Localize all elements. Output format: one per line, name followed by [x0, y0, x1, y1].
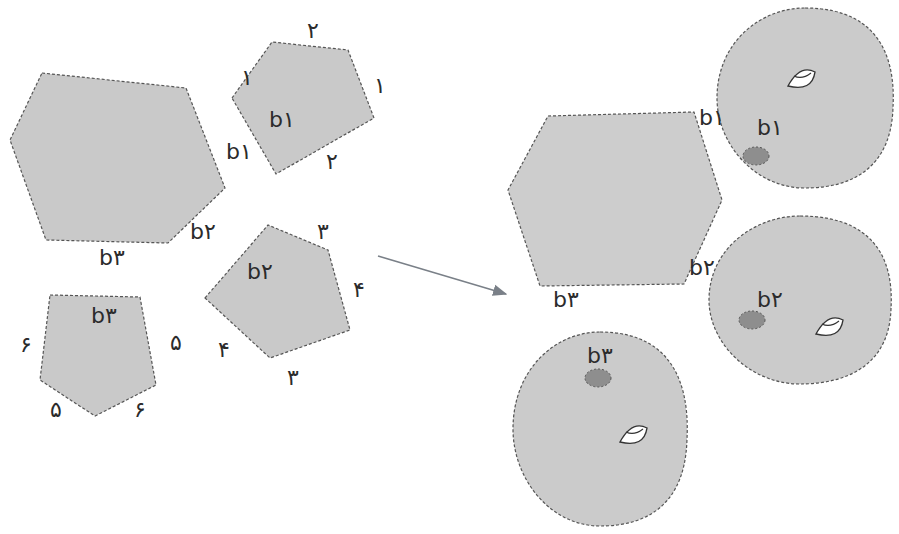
- transform-arrow: [378, 256, 506, 294]
- handle-rim: [626, 429, 643, 433]
- region-label: b۲: [247, 261, 273, 283]
- region-label: b۲: [757, 289, 783, 311]
- region-label: b۳: [91, 305, 117, 327]
- boundary-label: b۲: [689, 257, 715, 279]
- handle-surface: b۱: [714, 6, 896, 190]
- boundary-label: b۱: [699, 107, 725, 129]
- edge-number: ۲: [326, 151, 338, 173]
- pentagon-outline: [40, 295, 156, 416]
- edge-number: ۳: [287, 367, 299, 389]
- surface-outline: [709, 216, 891, 384]
- boundary-disk: [739, 311, 765, 329]
- pentagon-outline: [232, 42, 374, 174]
- handle-rim: [794, 73, 811, 77]
- handle-surface: b۳: [510, 330, 690, 528]
- handle-hole: [816, 318, 843, 336]
- edge-number: ۵: [50, 399, 62, 421]
- edge-number: ۳: [317, 221, 329, 243]
- edge-number: ۱: [241, 67, 253, 89]
- handle-hole: [788, 70, 815, 88]
- hexagon: [10, 73, 225, 243]
- edge-number: ۱: [374, 75, 386, 97]
- region-outline: [714, 6, 896, 190]
- surface-outline: [717, 8, 893, 188]
- handle-rim: [822, 321, 839, 325]
- region-label: b۱: [269, 109, 295, 131]
- boundary-label: b۱: [226, 141, 252, 163]
- region-label: b۳: [587, 345, 613, 367]
- handle-surface: b۲: [706, 214, 894, 386]
- boundary-disk: [743, 147, 769, 165]
- region-label: b۱: [757, 117, 783, 139]
- hexagon: [508, 112, 722, 286]
- pentagon-region: b۱: [230, 40, 376, 176]
- boundary-label: b۳: [553, 289, 579, 311]
- boundary-label: b۲: [190, 221, 216, 243]
- surface-outline: [513, 332, 687, 526]
- handle-hole: [620, 426, 647, 444]
- edge-number: ۶: [134, 399, 146, 421]
- boundary-label: b۳: [99, 247, 125, 269]
- edge-number: ۴: [353, 279, 365, 301]
- edge-number: ۴: [218, 339, 230, 361]
- region-outline: [706, 214, 894, 386]
- edge-number: ۶: [20, 334, 32, 356]
- boundary-disk: [585, 369, 611, 387]
- edge-number: ۵: [170, 332, 182, 354]
- region-outline: [230, 40, 376, 176]
- edge-number: ۲: [307, 20, 319, 42]
